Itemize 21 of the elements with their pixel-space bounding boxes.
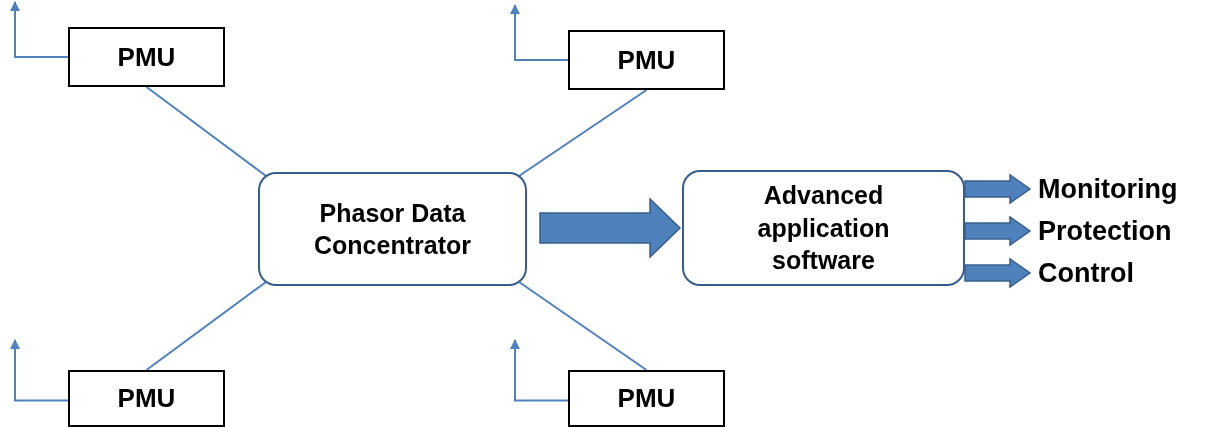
block-arrow	[964, 215, 1032, 247]
process-box: Advanced application software	[682, 170, 965, 286]
block-arrow	[964, 173, 1032, 205]
block-arrow	[964, 257, 1032, 289]
output-label: Control	[1038, 257, 1134, 289]
connector-line	[145, 281, 267, 371]
output-label: Protection	[1038, 215, 1172, 247]
output-arrow	[10, 1, 69, 58]
output-arrow	[510, 4, 569, 61]
connector-line	[145, 86, 267, 177]
pmu-box: PMU	[68, 370, 225, 427]
pmu-box: PMU	[68, 27, 225, 87]
block-arrow	[539, 197, 682, 259]
output-label: Monitoring	[1038, 173, 1178, 205]
output-arrow	[10, 339, 69, 402]
connector-line	[518, 89, 648, 177]
pmu-box: PMU	[568, 30, 725, 90]
output-arrow	[510, 339, 569, 402]
process-box: Phasor Data Concentrator	[258, 172, 527, 286]
pmu-box: PMU	[568, 370, 725, 427]
connector-line	[518, 281, 648, 371]
